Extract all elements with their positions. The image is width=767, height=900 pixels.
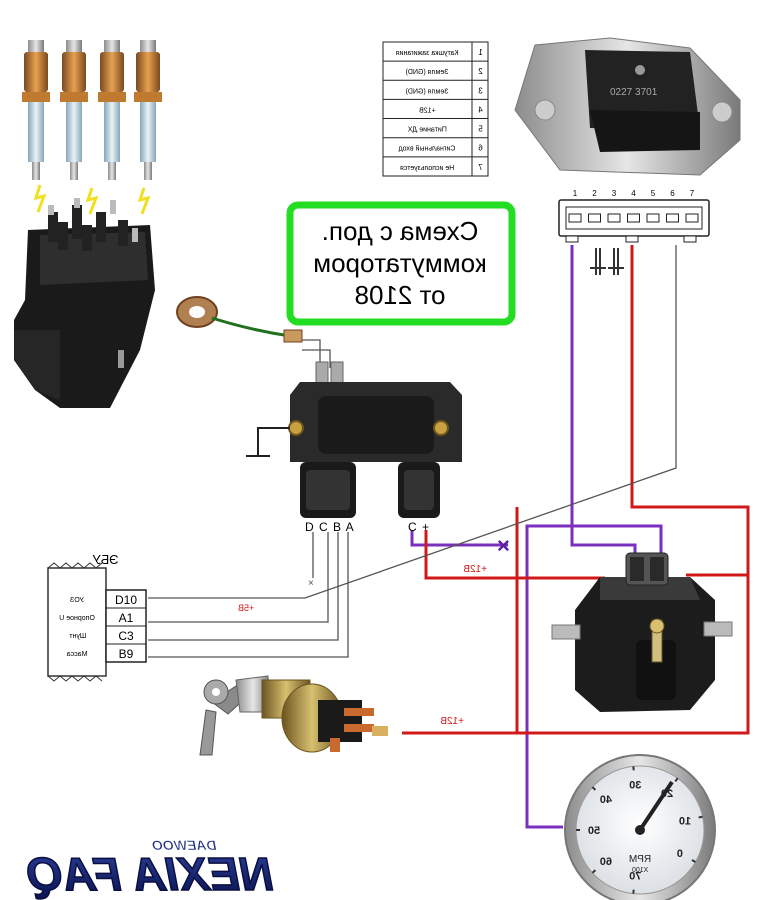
- tacho-rpm: RPM: [629, 854, 651, 865]
- connector-slot: [666, 213, 679, 223]
- gray-wire-signal: [148, 245, 677, 599]
- label-plus12-ign: +12В: [440, 716, 464, 727]
- pin-table-label: Земля (GND): [406, 69, 449, 76]
- pin-table-label: Не используется: [400, 165, 454, 172]
- connector-pin-numbers: 7 6 5 4 3 2 1: [573, 189, 695, 198]
- spark-plug-icon: [134, 40, 162, 180]
- connector-pin-number: 1: [573, 189, 578, 198]
- tacho-tick-label: 10: [679, 815, 691, 827]
- ignition-coil-icon: [551, 552, 733, 712]
- tacho-tick-label: 30: [629, 779, 641, 791]
- pin-table-num: 4: [478, 105, 483, 114]
- tacho-tick: [591, 786, 597, 791]
- label-plus5: +5В: [238, 603, 254, 613]
- pin-table-label: Питание ДХ: [408, 127, 447, 134]
- spark-plug-icon: [98, 40, 126, 180]
- connector-slot: [607, 213, 621, 223]
- distributor-cap-icon: [14, 198, 155, 408]
- gray-wire-ring2: [302, 349, 331, 368]
- gray-wire-a: [148, 532, 339, 641]
- connector-2108: [558, 199, 710, 243]
- ecu-pin-label: Опорное U: [59, 615, 95, 622]
- title-line3: от 2108: [355, 280, 446, 310]
- tacho-x100: X100: [632, 867, 648, 874]
- connector-pin-number: 5: [651, 189, 656, 198]
- connector-pin-number: 6: [670, 189, 675, 198]
- spark-plug-icon: [60, 40, 88, 180]
- connector-slot: [627, 213, 640, 223]
- ecu-pin-label: Масса: [67, 651, 88, 658]
- ecu-pin-label: УОЗ: [70, 597, 84, 604]
- tacho-tick: [591, 869, 597, 874]
- purple-wire-gm-c: [410, 530, 508, 547]
- title-line2: коммутатором: [313, 248, 487, 278]
- tacho-tick-label: 60: [600, 856, 612, 868]
- spark-bolts: [33, 184, 151, 215]
- title-line1: Схема с доп.: [322, 216, 479, 246]
- ecu-pin-label: Шунт: [69, 633, 87, 640]
- connector-pin-number: 7: [690, 189, 695, 198]
- pin-table-num: 3: [478, 86, 483, 95]
- module-2108-text: 0227 3701: [610, 87, 658, 98]
- x-mark: ×: [497, 533, 510, 558]
- connector-slot: [588, 213, 601, 223]
- connector-pin-number: 3: [612, 189, 617, 198]
- pin-table-num: 7: [478, 163, 483, 172]
- tacho-tick: [691, 859, 696, 863]
- gm-right-letters: C +: [408, 520, 430, 534]
- tacho-tick: [674, 777, 679, 783]
- ignition-module-gm-icon: [246, 361, 462, 518]
- purple-wire-tacho: [525, 524, 663, 829]
- pin-table-label: Земля (GND): [406, 88, 449, 95]
- logo-small: DAEWOO: [152, 837, 217, 853]
- pin-table-num: 5: [478, 125, 483, 134]
- ecu-title: ЭБУ: [92, 552, 119, 567]
- label-plus12-coil: +12В: [463, 564, 487, 575]
- pin-table-num: 1: [478, 48, 483, 57]
- ecu-pin: D10: [115, 593, 137, 607]
- red-wire-gm-plus: [424, 530, 605, 580]
- spark-plug-icon: [22, 40, 50, 180]
- tacho-tick-label: 70: [629, 871, 641, 883]
- ecu-pin: C3: [118, 629, 134, 643]
- connector-slot: [646, 213, 660, 223]
- connector-slot: [568, 213, 582, 223]
- connector-slot: [685, 213, 699, 223]
- ring-terminal-icon: [176, 296, 303, 343]
- gray-wire-c: [148, 532, 349, 658]
- tacho-tick: [698, 815, 703, 819]
- pin-table-num: 2: [478, 67, 483, 76]
- pin-table-num: 6: [478, 144, 483, 153]
- connector-pin-number: 4: [631, 189, 636, 198]
- connector-pin-number: 2: [592, 189, 597, 198]
- gray-wire-ring: [302, 339, 321, 368]
- title-box: Схема с доп. коммутатором от 2108: [286, 201, 516, 326]
- tacho-tick-label: 40: [600, 794, 612, 806]
- ignition-key-switch-icon: [199, 675, 388, 756]
- ecu-pin: B9: [119, 647, 134, 661]
- ecu-pin: A1: [119, 611, 134, 625]
- x-mark-small: ×: [308, 578, 314, 589]
- pin-table-label: +12В: [419, 107, 436, 114]
- gray-wire-b: [148, 532, 329, 623]
- gm-left-letters: D C B A: [305, 520, 355, 534]
- ignition-module-2108-icon: 0227 3701: [514, 37, 741, 176]
- spark-plugs: [22, 40, 162, 180]
- logo-big: NEXIA FAQ: [27, 848, 273, 900]
- connector-bracket: [590, 248, 624, 275]
- tacho-tick-label: 50: [588, 825, 600, 837]
- red-wire-plus12-bus: [402, 245, 750, 735]
- nexia-faq-logo: DAEWOO NEXIA FAQ: [26, 837, 274, 900]
- purple-wire-coil: [570, 245, 637, 555]
- tacho-tick-label: 0: [677, 848, 683, 860]
- pin-table-label: Сигнальный вход: [399, 145, 456, 153]
- pin-table-label: Катушка зажигания: [396, 50, 459, 57]
- wires: [148, 245, 750, 829]
